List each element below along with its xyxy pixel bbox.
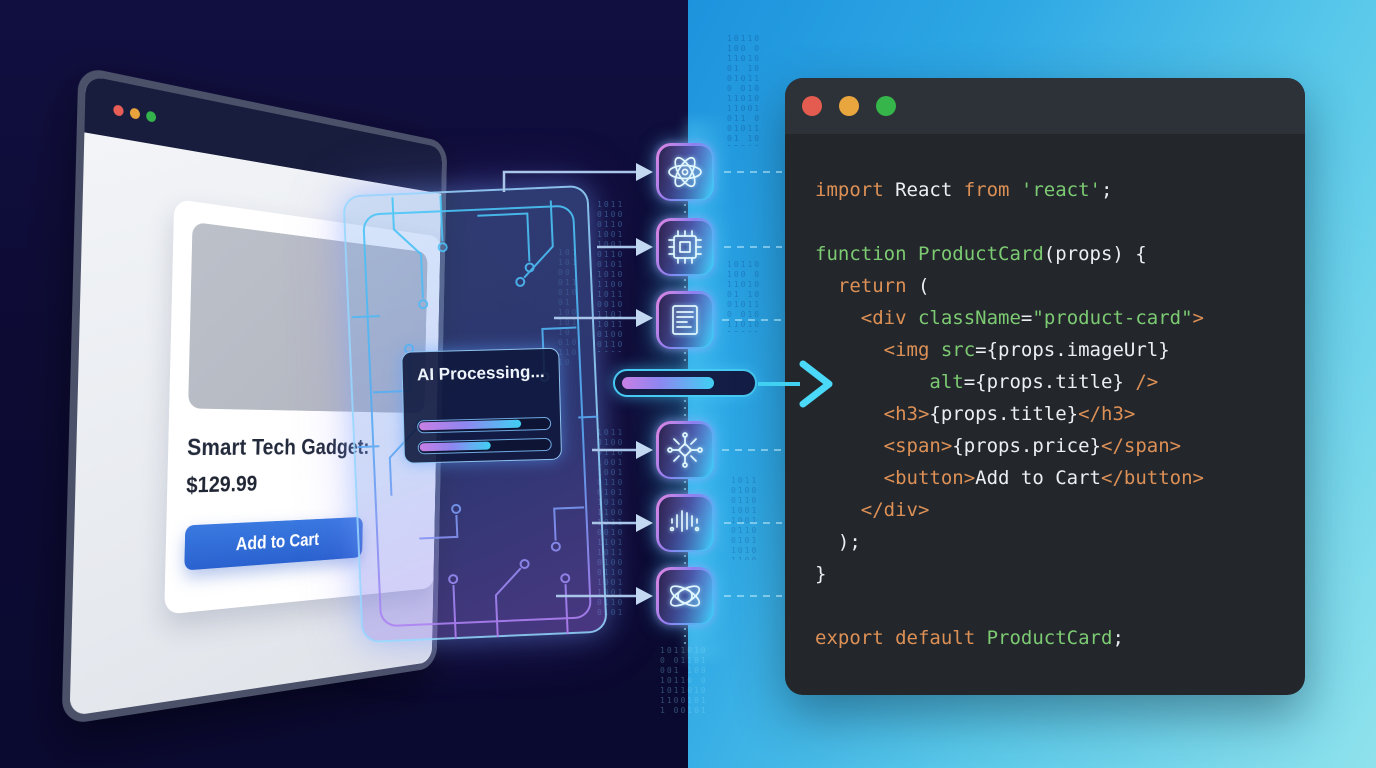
close-traffic-light[interactable]: [113, 103, 124, 117]
ai-progress-bar: [417, 437, 552, 455]
atom-icon: [656, 567, 714, 625]
ai-processing-title: AI Processing...: [416, 362, 545, 385]
code-line: <span>{props.price}</span>: [883, 435, 1182, 457]
code-line: import React from 'react';: [815, 179, 1113, 201]
code-line: <h3>{props.title}</h3>: [883, 403, 1136, 425]
code-line: return (: [837, 275, 930, 297]
binary-stream: 10110100 01101001 10010110 01011010 1100…: [731, 476, 759, 560]
minimize-traffic-light[interactable]: [129, 106, 141, 120]
minimize-traffic-light[interactable]: [839, 96, 859, 116]
code-line: }: [815, 563, 827, 585]
code-line: <img src={props.imageUrl}: [883, 339, 1170, 361]
code-line: [815, 590, 1305, 622]
binary-stream: 10110100 01101001 10010110 01011010 1100…: [597, 428, 625, 617]
maximize-traffic-light[interactable]: [146, 109, 157, 123]
ai-processing-panel: AI Processing...: [401, 347, 563, 464]
binary-stream: 10110100 01101001 10010110 01011010 1100…: [727, 260, 762, 332]
ai-progress-bar: [417, 416, 552, 434]
close-traffic-light[interactable]: [802, 96, 822, 116]
waveform-icon: [656, 494, 714, 552]
transfer-progress-pill: [613, 369, 757, 397]
binary-stream: 10110100 01101001 10010110 01011010 1100…: [558, 248, 580, 368]
code-titlebar: [785, 78, 1305, 134]
circuit-board-panel: AI Processing...: [342, 184, 608, 644]
ai-progress-fill: [419, 419, 521, 431]
cpu-chip-icon: [656, 218, 714, 276]
binary-stream: 10110100 01101001 10010110 01011010 1100…: [597, 200, 625, 352]
neural-network-icon: [656, 421, 714, 479]
code-line: <button>Add to Cart</button>: [883, 467, 1204, 489]
binary-stream: 10110100 01101001 10010110 01011010 1100…: [727, 34, 762, 146]
code-line: <div className="product-card">: [860, 307, 1204, 329]
code-area: import React from 'react'; function Produ…: [785, 134, 1305, 654]
code-line: export default ProductCard;: [815, 627, 1124, 649]
document-icon: [656, 291, 714, 349]
add-to-cart-button[interactable]: Add to Cart: [184, 516, 363, 571]
react-atom-icon: [656, 143, 714, 201]
code-line: function ProductCard(props) {: [815, 243, 1147, 265]
code-line: );: [815, 531, 861, 553]
transfer-progress-fill: [622, 377, 715, 389]
code-line: alt={props.title} />: [929, 371, 1159, 393]
maximize-traffic-light[interactable]: [876, 96, 896, 116]
binary-stream: 10110100 01101001 10010110 01011010 1100…: [660, 646, 708, 715]
code-editor-window: import React from 'react'; function Produ…: [785, 78, 1305, 695]
code-line: [815, 206, 1305, 238]
ai-progress-fill: [419, 441, 492, 452]
code-line: </div>: [860, 499, 930, 521]
